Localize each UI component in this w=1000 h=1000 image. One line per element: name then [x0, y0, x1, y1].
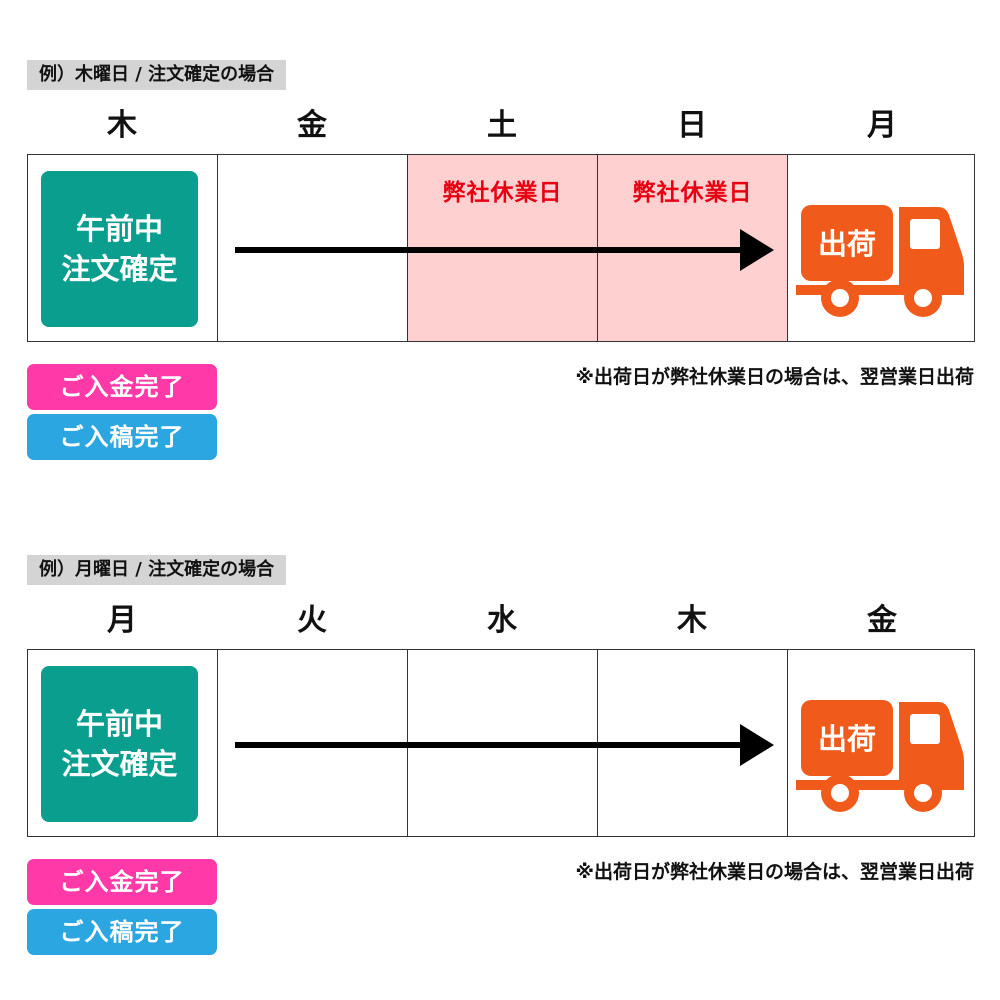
day-cell: 午前中 注文確定	[28, 650, 218, 836]
schedule-grid: 午前中 注文確定 出荷	[27, 649, 975, 837]
manuscript-complete-badge: ご入稿完了	[27, 909, 217, 955]
arrow-icon	[235, 229, 774, 271]
day-name: 月	[107, 603, 137, 638]
truck-label: 出荷	[818, 722, 876, 756]
order-line-2: 注文確定	[61, 747, 178, 781]
day-name: 日	[677, 108, 707, 143]
day-cell: 出荷	[788, 650, 976, 836]
manuscript-complete-badge: ご入稿完了	[27, 414, 217, 460]
holiday-label: 弊社休業日	[632, 180, 753, 206]
day-name: 金	[297, 108, 327, 143]
day-cell: 出荷	[788, 155, 976, 341]
schedule-grid: 午前中 注文確定 弊社休業日 弊社休業日 出荷	[27, 154, 975, 342]
order-confirmed-box: 午前中 注文確定	[41, 171, 198, 327]
arrow-icon	[235, 724, 774, 766]
example-monday: 例）月曜日 / 注文確定の場合 月 火 水 木 金 午前中 注文確定 出荷	[0, 555, 1000, 975]
truck-icon: 出荷	[796, 700, 964, 812]
day-name: 月	[867, 108, 897, 143]
order-line-1: 午前中	[75, 707, 163, 741]
order-confirmed-box: 午前中 注文確定	[41, 666, 198, 822]
day-name: 土	[487, 108, 517, 143]
day-name: 火	[297, 603, 327, 638]
shipping-note: ※出荷日が弊社休業日の場合は、翌営業日出荷	[575, 861, 974, 883]
shipping-note: ※出荷日が弊社休業日の場合は、翌営業日出荷	[575, 366, 974, 388]
day-name: 水	[487, 603, 517, 638]
day-name: 木	[107, 108, 137, 143]
day-name: 金	[867, 603, 897, 638]
payment-complete-badge: ご入金完了	[27, 859, 217, 905]
holiday-label: 弊社休業日	[442, 180, 563, 206]
day-cell: 午前中 注文確定	[28, 155, 218, 341]
truck-label: 出荷	[818, 227, 876, 261]
example-label: 例）木曜日 / 注文確定の場合	[27, 60, 287, 90]
example-label: 例）月曜日 / 注文確定の場合	[27, 555, 287, 585]
order-line-1: 午前中	[75, 212, 163, 246]
day-cell	[598, 650, 788, 836]
truck-icon: 出荷	[796, 205, 964, 317]
example-thursday: 例）木曜日 / 注文確定の場合 木 金 土 日 月 午前中 注文確定 弊社休業日…	[0, 60, 1000, 480]
order-line-2: 注文確定	[61, 252, 178, 286]
day-name: 木	[677, 603, 707, 638]
payment-complete-badge: ご入金完了	[27, 364, 217, 410]
